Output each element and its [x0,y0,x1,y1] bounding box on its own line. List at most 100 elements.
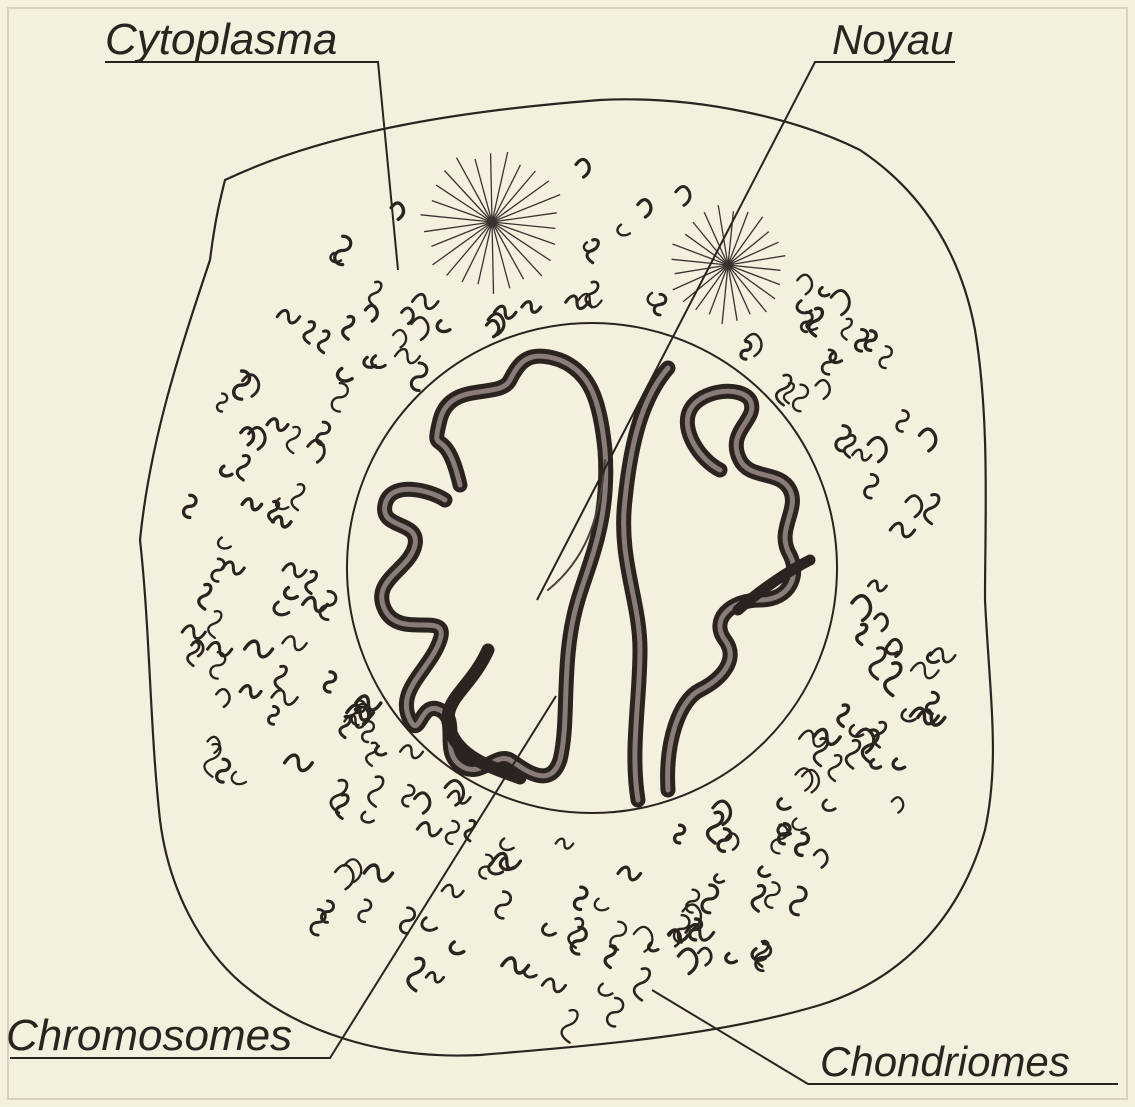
chondriome [412,294,438,308]
chondriome [400,745,423,758]
chondriome [793,385,808,412]
chondriome [871,760,881,769]
chondriome [634,968,650,1000]
chondriome [369,282,381,307]
chondriome [897,410,909,431]
chondriome [927,653,938,663]
chondriome [718,829,731,852]
chondriome [187,642,199,666]
chondriome [870,648,885,679]
chondriome [931,648,956,662]
cell-membrane [140,99,993,1055]
chondriome [823,800,835,811]
chondriome [182,626,205,639]
chondriomes-group [182,159,955,1042]
chondriome [445,781,464,806]
chondriome [442,885,464,897]
chondriome [500,839,513,850]
chondriome [221,466,232,476]
chromosomes-leader [10,696,556,1058]
chondriome [368,777,383,807]
chondriome [217,394,227,412]
chondriome [493,853,520,868]
chondriome [790,887,806,915]
label-chondriomes: Chondriomes [820,1038,1070,1085]
chondriome [875,614,888,631]
chondriome [556,839,574,849]
chondriome [892,797,904,812]
chondriome [919,429,935,451]
chondriome [417,822,441,835]
chondriome [617,225,629,236]
chondriome [522,302,541,313]
chondriome [415,793,430,813]
chondriome [752,886,765,912]
aster-ray [492,181,549,222]
chondriome [686,890,699,913]
chondriome [708,812,723,843]
chondriome [569,918,583,947]
chondriome [676,187,690,206]
chondriome [274,602,289,615]
chondriome [338,368,353,381]
chondriome [542,979,565,992]
chondriome [335,236,351,264]
chondriome [332,383,348,411]
label-chromosomes: Chromosomes [6,1011,292,1060]
chondriome [838,705,849,726]
chondriome [184,495,197,517]
chondriome [726,954,737,963]
chondriome [393,330,406,348]
chondriome [698,948,711,965]
chondriome [926,692,938,713]
aster-ray [492,222,494,294]
chondriome [402,785,414,806]
chondriome [287,427,300,453]
chondriome [792,818,805,830]
chondriome [303,597,328,611]
chondriome [317,422,330,445]
chondriome [199,584,211,609]
chondriome [273,517,291,527]
chondriome [308,440,325,462]
chondriome [324,672,335,692]
chondriome [242,499,261,510]
chondriome [890,523,914,537]
chondriome [275,666,286,689]
chondriome [852,596,870,621]
chondriome [678,949,696,974]
aster-ray [728,265,737,321]
chondriome [759,867,770,877]
chondriome [911,663,939,679]
chondriome [595,899,609,911]
chondriome [578,294,602,307]
chondriome [218,538,231,549]
chondriome [816,380,830,399]
chondriome [796,768,813,790]
aster-ray [492,195,560,222]
chondriome [240,686,261,698]
chondriome [831,290,849,314]
chondriome [292,484,305,510]
chondriome [607,998,623,1026]
chondriome [282,636,306,650]
chondriome [208,611,221,638]
chondriome [745,334,762,356]
aster-ray [431,222,492,246]
chondriome [267,419,288,431]
chondriome [318,331,329,353]
chondriome [411,363,426,391]
chondriome [638,200,651,218]
aster-ray [675,265,728,274]
chondriome [362,812,374,823]
chondriome [741,342,751,360]
chondriome [857,624,867,644]
chondriome [852,450,871,461]
chondriome [237,455,249,480]
chondriome [842,319,852,340]
chondriome [925,494,939,523]
chondriome [245,641,273,657]
chondriome [217,759,230,782]
chondriome [599,984,613,996]
